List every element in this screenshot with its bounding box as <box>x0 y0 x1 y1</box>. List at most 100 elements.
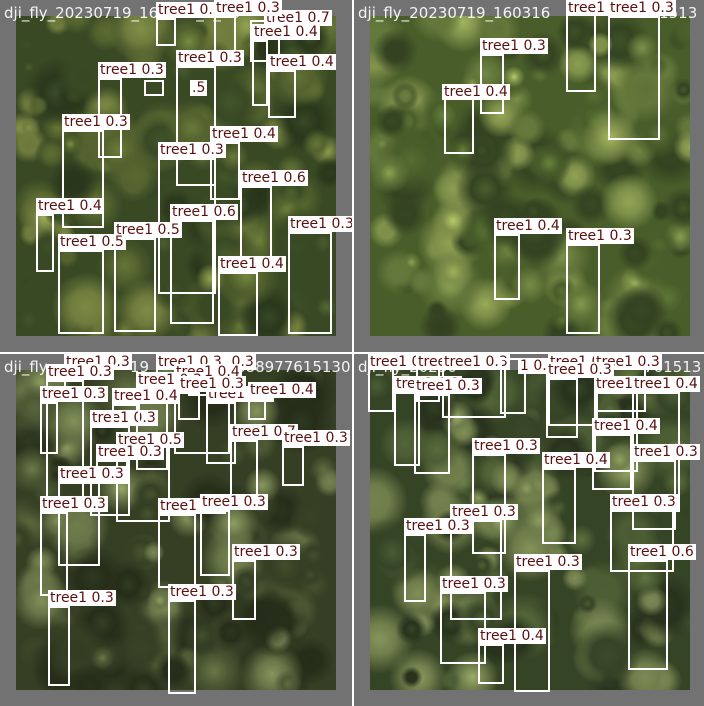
detection-label: tree1 0.7 <box>230 424 298 440</box>
detection-label: tree1 0 <box>368 354 423 370</box>
tree-bounding-box <box>200 510 230 576</box>
tree-bounding-box <box>282 446 304 486</box>
detection-label: .5 <box>190 80 208 96</box>
detection-label: tree1 0.4 <box>210 126 278 142</box>
tree-bounding-box <box>268 70 296 118</box>
tree-bounding-box <box>40 402 58 454</box>
mosaic-panel-2: dji_fly_20230719_160316 761513 tree1 0.4… <box>354 0 704 352</box>
detection-label: tree1 0.6 <box>628 544 696 560</box>
tree-bounding-box <box>58 250 104 334</box>
detection-label: tree1 0.6 <box>240 170 308 186</box>
tree-bounding-box <box>610 510 674 572</box>
image-filename-tail-2: 688977615130 <box>236 358 351 376</box>
tree-bounding-box <box>114 238 156 332</box>
detection-label: tree1 0.3 <box>514 554 582 570</box>
detection-label: tree1 0.4 <box>592 418 660 434</box>
detection-label: tree1 0.3 <box>46 364 114 380</box>
detection-label: tree1 0.3 <box>200 494 268 510</box>
tree-bounding-box <box>178 392 200 420</box>
tree-bounding-box <box>58 482 100 566</box>
detection-label: tree1 0.3 <box>282 430 350 446</box>
detection-label: tree1 0.3 <box>566 228 634 244</box>
detection-label: tree1 0.3 <box>232 544 300 560</box>
detection-label: tree1 0.3 <box>472 438 540 454</box>
detection-label: tree1 0.3 <box>610 494 678 510</box>
detection-label: tree1 0.3 <box>40 386 108 402</box>
detection-label: tree1 0.4 <box>252 24 320 40</box>
detection-label: tree1 0.3 <box>404 518 472 534</box>
tree-bounding-box <box>156 18 176 46</box>
detection-label: tree1 0.3 <box>632 444 700 460</box>
tree-bounding-box <box>500 358 526 414</box>
aerial-forest-photo <box>370 16 690 336</box>
detection-label: tree1 0.3 <box>450 504 518 520</box>
tree-bounding-box <box>288 232 332 334</box>
image-filename-tail: 19_ <box>130 358 157 376</box>
detection-label: tree1 0.3 <box>156 2 224 18</box>
tree-bounding-box <box>144 80 164 96</box>
tree-bounding-box <box>394 392 420 466</box>
detection-label: tree1 0.3 <box>480 38 548 54</box>
tree-bounding-box <box>608 16 660 140</box>
tree-bounding-box <box>40 512 68 596</box>
detection-label: tree1 0.5 <box>114 222 182 238</box>
tree-bounding-box <box>478 644 504 684</box>
detection-label: tree1 0.4 <box>478 628 546 644</box>
image-filename: dji_fly_20230719_160316 <box>358 4 551 22</box>
detection-label: tree1 0.4 <box>632 376 700 392</box>
tree-bounding-box <box>36 214 54 272</box>
detection-label: tree1 0.4 <box>36 198 104 214</box>
detection-label: tree1 0.6 <box>170 204 238 220</box>
detection-label: tree1 0.4 <box>218 256 286 272</box>
detection-label: tree1 0.3 <box>178 376 246 392</box>
tree-bounding-box <box>566 244 600 334</box>
tree-bounding-box <box>240 186 272 260</box>
tree-bounding-box <box>218 272 258 336</box>
tree-bounding-box <box>252 40 268 106</box>
detection-label: tree1 0.4 <box>248 382 316 398</box>
detection-label: tree1 0.4 <box>542 452 610 468</box>
detection-label: tree1 0.4 <box>442 84 510 100</box>
detection-label: tree1 0.3 <box>62 114 130 130</box>
tree-bounding-box <box>414 394 450 474</box>
tree-bounding-box <box>230 440 258 498</box>
detection-label: tree1 0.3 <box>40 496 108 512</box>
tree-bounding-box <box>48 606 70 686</box>
image-filename: dji_fly_ <box>4 358 56 376</box>
detection-label: tree1 0.3 <box>58 466 126 482</box>
detection-label: tree1 0.3 <box>168 584 236 600</box>
tree-bounding-box <box>112 404 140 424</box>
detection-label: tree1 0.4 <box>112 388 180 404</box>
detection-label: tree1 0.3 <box>98 62 166 78</box>
tree-bounding-box <box>168 600 196 694</box>
tree-bounding-box <box>158 514 196 588</box>
tree-bounding-box <box>404 534 426 602</box>
detection-label: tree <box>416 354 449 370</box>
detection-label: tree1 0.3 <box>608 0 676 16</box>
tree-bounding-box <box>628 560 668 670</box>
detection-label: tree1 0.5 <box>58 234 126 250</box>
detection-label: tree1 0.3 <box>288 216 352 232</box>
detection-label: tree1 0.3 <box>48 590 116 606</box>
detection-label: tree1 0.3 <box>442 354 510 370</box>
tree-bounding-box <box>542 468 576 544</box>
detection-label: tree1 0.3 <box>214 0 282 16</box>
detection-label: tree1 0.3 <box>158 142 226 158</box>
tree-bounding-box <box>566 6 596 92</box>
detection-label: tree1 0.3 <box>96 444 164 460</box>
detection-label: tree1 0.4 <box>494 218 562 234</box>
tree-bounding-box <box>546 378 578 438</box>
tree-bounding-box <box>248 398 266 420</box>
tree-bounding-box <box>494 234 520 300</box>
detection-label: tree1 0.3 <box>414 378 482 394</box>
tree-bounding-box <box>62 130 104 228</box>
tree-bounding-box <box>450 520 502 620</box>
tree-bounding-box <box>170 220 214 324</box>
detection-label: tree1 0.3 <box>546 362 614 378</box>
detection-label: tree1 0.4 <box>268 54 336 70</box>
detection-label: tree1 0.3 <box>176 50 244 66</box>
detection-label: tree1 0.3 <box>440 576 508 592</box>
